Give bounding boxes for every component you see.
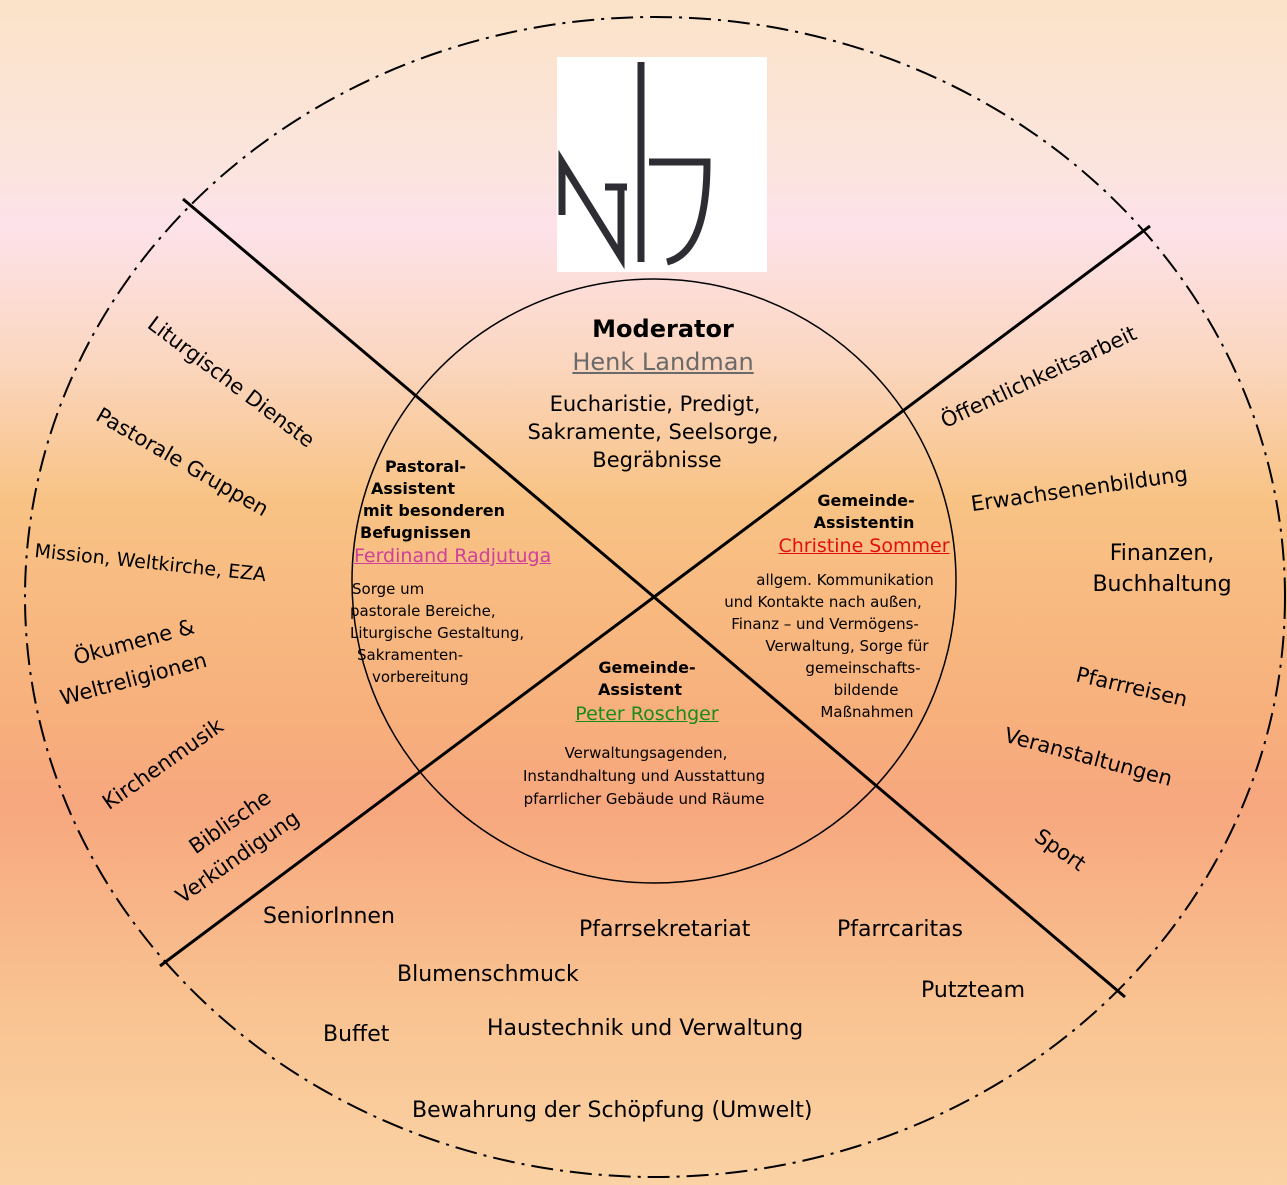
assistent-title-2: Assistent [598, 680, 682, 699]
item-buchhaltung: Buchhaltung [1092, 572, 1232, 597]
assistentin-duty-6: bildende [833, 681, 899, 699]
pastoral-duty-1: Sorge um [352, 580, 425, 598]
pastoral-duty-3: Liturgische Gestaltung, [350, 624, 525, 642]
assistent-title-1: Gemeinde- [598, 658, 696, 677]
parish-logo-icon [558, 62, 711, 270]
outer-dashdot-circle [24, 16, 1286, 1178]
pastoral-duty-4: Sakramenten- [357, 646, 464, 664]
pastoral-title-2: Assistent [371, 479, 455, 498]
pastoral-duty-2: pastorale Bereiche, [350, 602, 496, 620]
item-blumenschmuck: Blumenschmuck [397, 962, 579, 987]
item-pfarrsekretariat: Pfarrsekretariat [579, 917, 751, 942]
assistent-duty-1: Verwaltungsagenden, [564, 744, 728, 762]
item-bewahrung: Bewahrung der Schöpfung (Umwelt) [412, 1098, 813, 1123]
pastoral-duty-5: vorbereitung [372, 668, 469, 686]
item-pfarrcaritas: Pfarrcaritas [837, 917, 964, 942]
pastoral-title-1: Pastoral- [385, 457, 467, 476]
assistent-duty-3: pfarrlicher Gebäude und Räume [523, 790, 765, 808]
assistentin-duty-1: allgem. Kommunikation [756, 571, 934, 589]
divider-line-top-right [653, 224, 1151, 599]
assistentin-duty-5: gemeinschafts- [805, 659, 921, 677]
assistentin-duty-3: Finanz – und Vermögens- [731, 615, 919, 633]
assistentin-title-1: Gemeinde- [817, 491, 915, 510]
item-finanzen: Finanzen, [1109, 541, 1215, 566]
moderator-title: Moderator [592, 315, 734, 343]
item-putzteam: Putzteam [921, 978, 1026, 1003]
divider-line-top-left [182, 197, 655, 599]
moderator-duty-1: Eucharistie, Predigt, [549, 392, 761, 416]
pastoral-name-link[interactable]: Ferdinand Radjutuga [354, 545, 552, 567]
divider-line-bottom-right [653, 595, 1126, 999]
assistentin-duty-2: und Kontakte nach außen, [724, 593, 922, 611]
moderator-duty-3: Begräbnisse [592, 448, 722, 472]
item-haustechnik: Haustechnik und Verwaltung [487, 1016, 804, 1041]
assistentin-name-link[interactable]: Christine Sommer [778, 535, 950, 557]
parish-logo [557, 57, 767, 272]
assistentin-duty-4: Verwaltung, Sorge für [765, 637, 929, 655]
item-seniorinnen: SeniorInnen [263, 904, 395, 929]
pastoral-title-4: Befugnissen [360, 523, 472, 542]
pastoral-title-3: mit besonderen [363, 501, 506, 520]
moderator-name-link[interactable]: Henk Landman [572, 348, 754, 376]
assistentin-title-2: Assistentin [813, 513, 915, 532]
inner-circle [351, 278, 957, 884]
assistentin-duty-7: Maßnahmen [820, 703, 914, 721]
divider-line-bottom-left [159, 595, 655, 968]
moderator-duty-2: Sakramente, Seelsorge, [527, 420, 779, 444]
item-buffet: Buffet [323, 1022, 390, 1047]
assistent-name-link[interactable]: Peter Roschger [575, 703, 719, 725]
assistent-duty-2: Instandhaltung und Ausstattung [523, 767, 765, 785]
